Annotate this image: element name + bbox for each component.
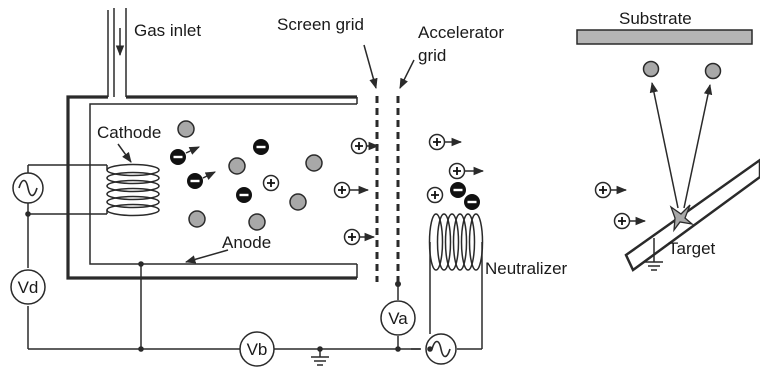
sputter-impact-icon [669, 204, 695, 233]
atom [704, 62, 722, 80]
electron [464, 194, 480, 210]
ion [426, 186, 444, 204]
neutralizer-ac-source-icon [425, 333, 457, 365]
accelerator-label-line2: grid [418, 46, 446, 65]
atom [305, 154, 323, 172]
screen-grid-label: Screen grid [277, 15, 364, 34]
ion [333, 181, 351, 199]
ion-motion-arrows [350, 137, 647, 242]
junction-dot [138, 261, 144, 267]
va-meter: Va [380, 300, 416, 336]
junction-dot [427, 346, 433, 352]
atom [228, 157, 246, 175]
ground-icon [311, 356, 329, 366]
atom [289, 193, 307, 211]
anode-label: Anode [222, 233, 271, 252]
junction-dot [138, 346, 144, 352]
ion [428, 133, 446, 151]
ejection-arrow [649, 81, 679, 209]
junction-dot [395, 281, 401, 287]
atom [177, 120, 195, 138]
target-label: Target [668, 239, 716, 258]
positive-ions [262, 133, 631, 246]
electrons [170, 139, 480, 210]
ion [350, 137, 368, 155]
ion [343, 228, 361, 246]
ion [262, 174, 280, 192]
neutralizer-coil [428, 213, 484, 350]
vd-meter-label: Vd [18, 278, 39, 297]
vd-meter: Vd [10, 269, 46, 305]
ion [448, 162, 466, 180]
junction-dot [25, 211, 31, 217]
discharge-circuit [27, 164, 240, 350]
gas-inlet-label: Gas inlet [134, 21, 201, 40]
electron [187, 173, 203, 189]
anode-pointer [184, 249, 229, 264]
ion-source-chamber [66, 95, 358, 280]
vb-meter: Vb [239, 331, 275, 367]
cathode-pointer [117, 143, 132, 163]
target-plate [624, 158, 760, 272]
ejection-arrow [683, 83, 713, 209]
electron [253, 139, 269, 155]
ac-source-icon [12, 172, 44, 204]
va-meter-label: Va [388, 309, 408, 328]
electron [170, 149, 186, 165]
ground-icon [645, 238, 663, 271]
electron [236, 187, 252, 203]
junction-dot [317, 346, 323, 352]
electron [450, 182, 466, 198]
substrate-plate [576, 29, 753, 45]
cathode-coil [106, 163, 160, 217]
accelerator-grid-pointer [399, 59, 415, 89]
atom [248, 213, 266, 231]
neutral-atoms [177, 60, 722, 231]
accelerator-label-line1: Accelerator [418, 23, 504, 42]
electron-motion-arrows [185, 146, 216, 180]
gas-inlet-pipe [107, 8, 127, 97]
neutralizer-label: Neutralizer [485, 259, 568, 278]
cathode-label: Cathode [97, 123, 161, 142]
vb-meter-label: Vb [247, 340, 268, 359]
junction-dot [395, 346, 401, 352]
substrate-label: Substrate [619, 9, 692, 28]
ion [594, 181, 612, 199]
ion [613, 212, 631, 230]
atom [642, 60, 660, 78]
atom [188, 210, 206, 228]
screen-grid-pointer [363, 44, 378, 90]
